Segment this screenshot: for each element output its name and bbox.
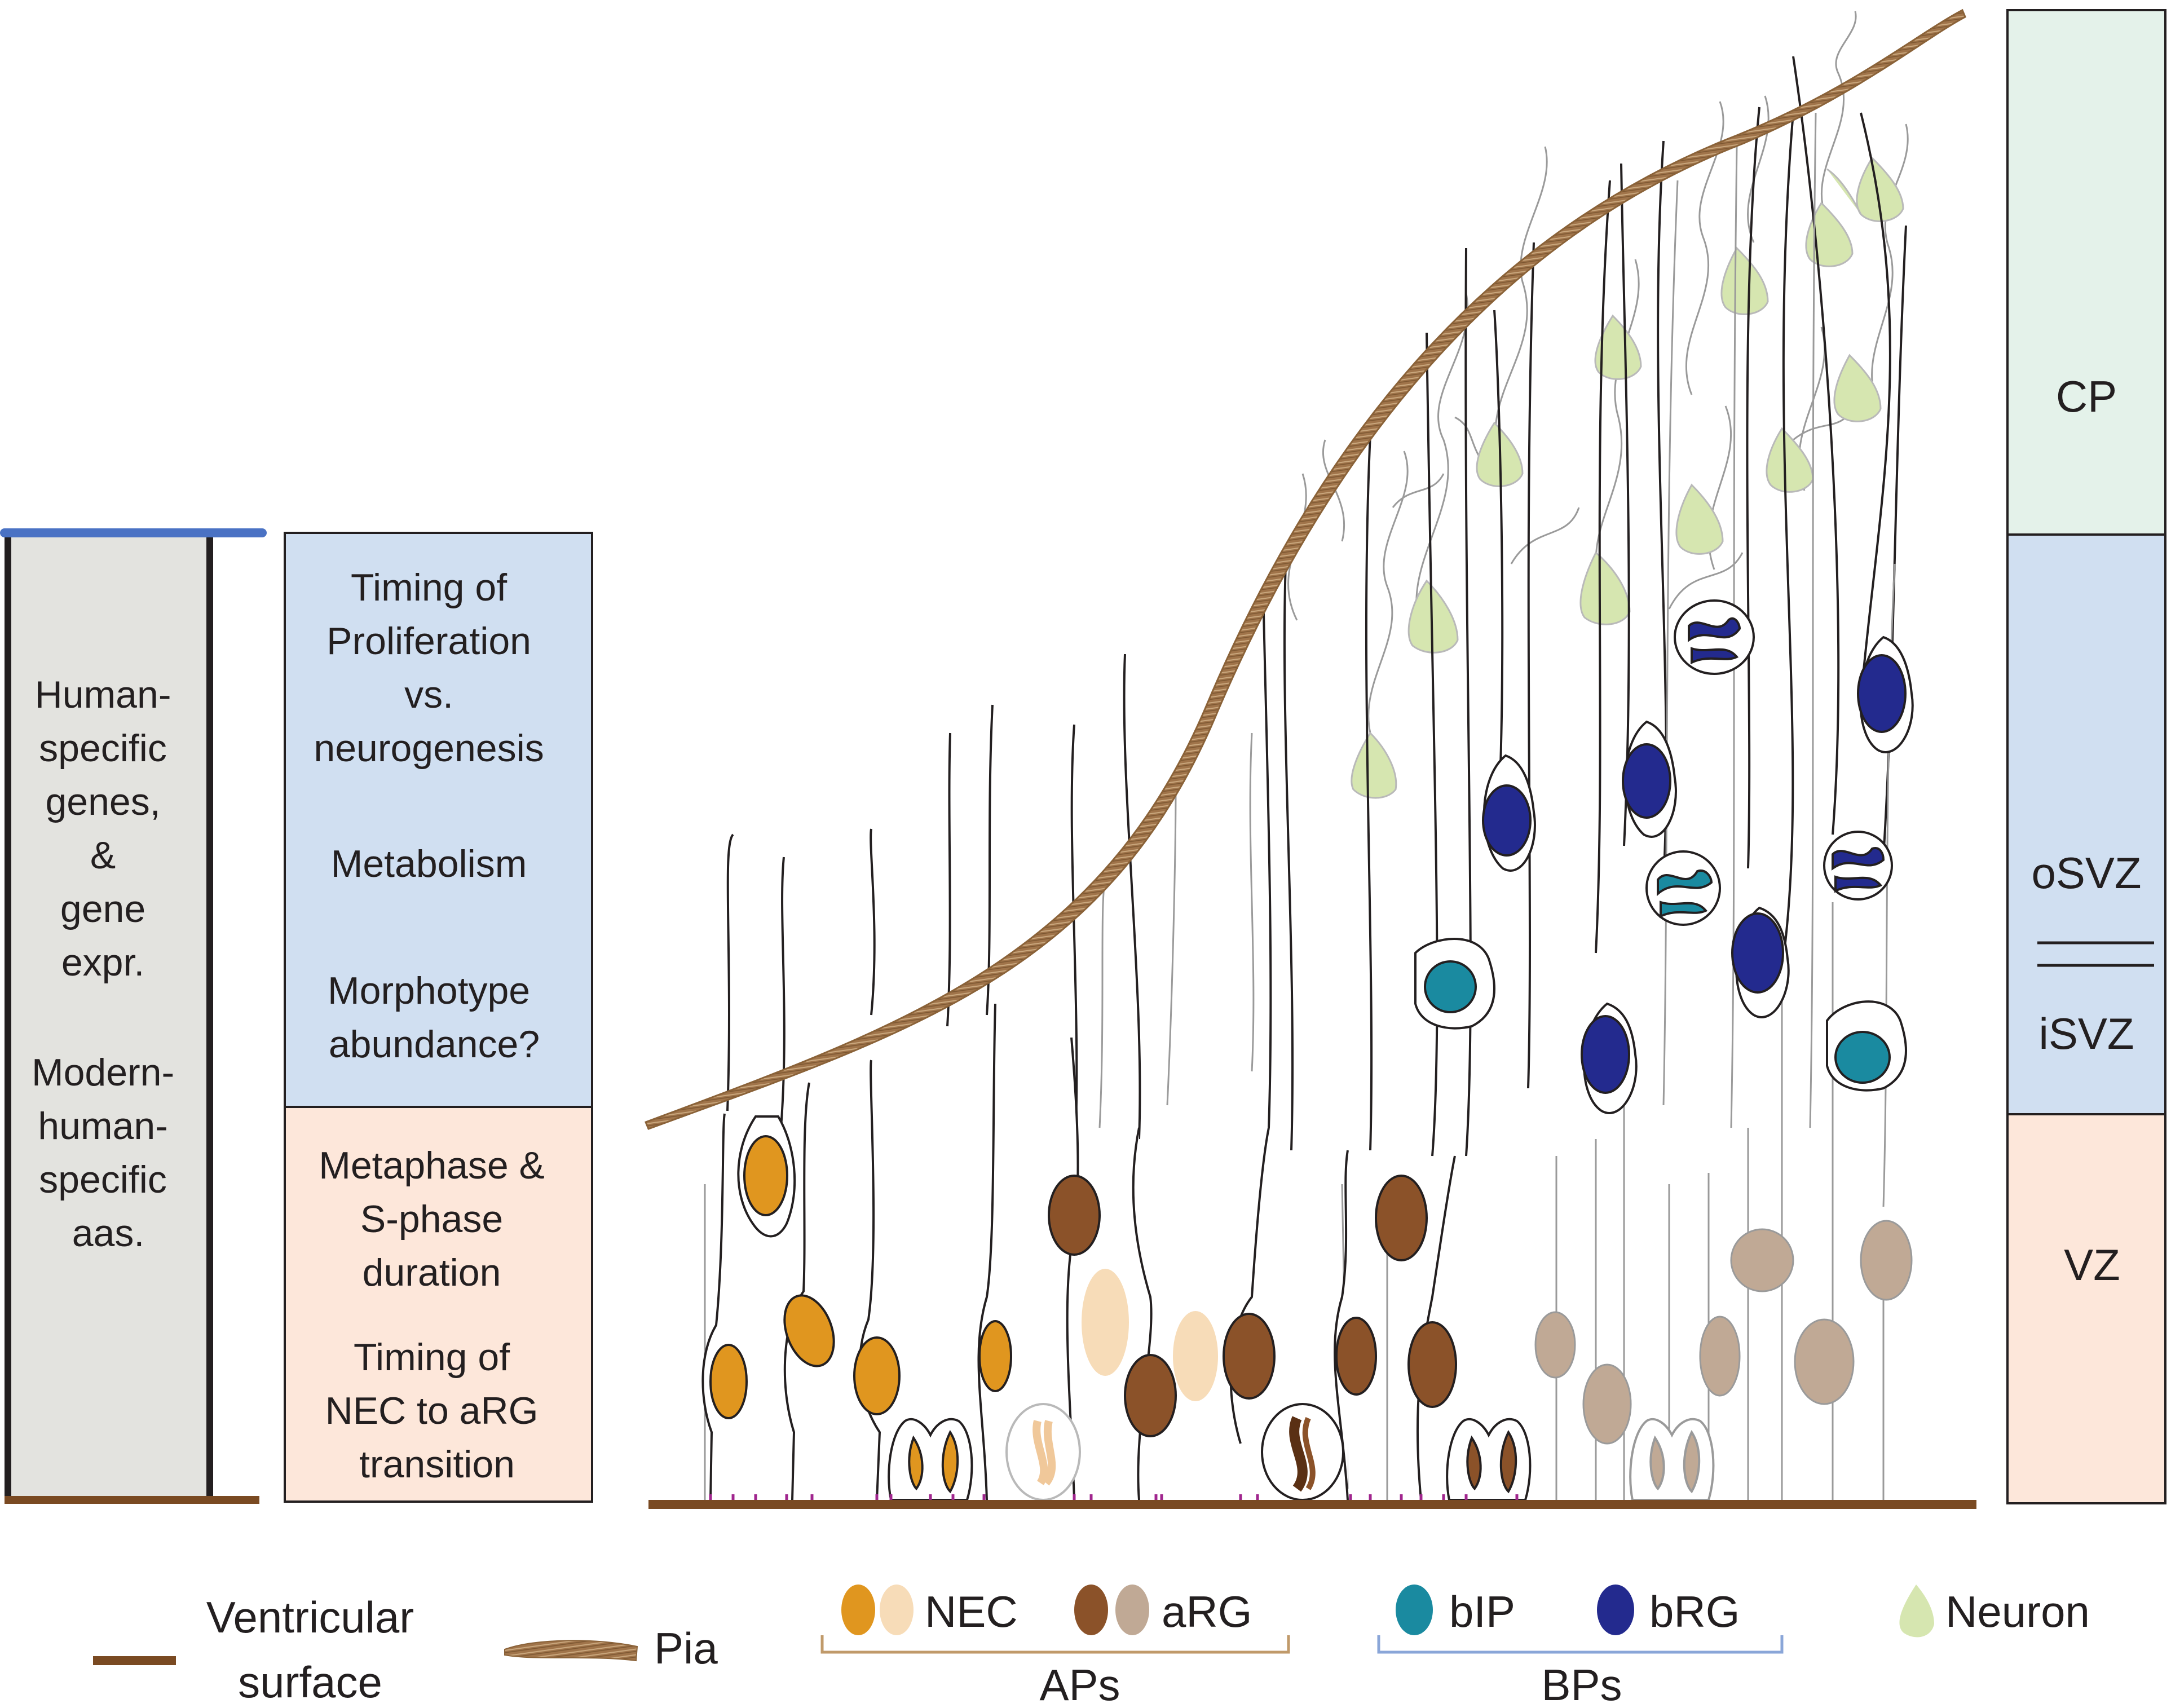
- legend-bip-swatch: [1396, 1585, 1433, 1635]
- brg-cell: [1731, 912, 1784, 994]
- gene-panel-bg: [8, 533, 210, 1500]
- feature-panel: Timing of Proliferation vs. neurogenesis…: [284, 532, 593, 1503]
- arg-light-nuclei: [1534, 1220, 1913, 1445]
- cortex-illustration: [645, 8, 1976, 1509]
- radial-fibers: [726, 56, 1907, 1173]
- nec-light-cell: [1173, 1311, 1218, 1401]
- zone-isvz-label: iSVZ: [2038, 1009, 2134, 1058]
- arg-dividing-cell: [1446, 1418, 1532, 1501]
- vz-mitotic-cells: [888, 1403, 1715, 1501]
- gene-panel-text: Human- specific genes, & gene expr. Mode…: [32, 673, 185, 1255]
- nec-light-nuclei: [1082, 1269, 1218, 1401]
- basal-progenitors: [1414, 599, 1914, 1114]
- legend-neuron-swatch: [1899, 1585, 1934, 1638]
- legend-bps-label: BPs: [1541, 1660, 1622, 1708]
- legend: Ventricular surface Pia NEC aRG APs bIP …: [93, 1585, 2090, 1708]
- legend-arg-label: aRG: [1162, 1587, 1252, 1636]
- bip-cell: [1424, 960, 1477, 1013]
- legend-aps-label: APs: [1039, 1660, 1120, 1708]
- zone-panel: CP oSVZ iSVZ VZ: [2006, 9, 2166, 1504]
- legend-arg-light-swatch: [1115, 1585, 1149, 1635]
- apical-junctions: [709, 1494, 1519, 1500]
- zone-cp-label: CP: [2056, 372, 2117, 421]
- arg-cell: [1223, 1313, 1276, 1400]
- arg-cell: [1407, 1321, 1457, 1408]
- nec-cell: [853, 1336, 901, 1415]
- legend-ventricular-label-2: surface: [238, 1657, 382, 1707]
- brg-cell: [1482, 784, 1532, 857]
- feature-panel-peach: [284, 1106, 593, 1503]
- zone-cp: [2006, 9, 2166, 536]
- bip-cell: [1834, 1031, 1891, 1084]
- arg-light-cell: [1699, 1316, 1741, 1397]
- legend-ventricular-label-1: Ventricular: [206, 1592, 414, 1642]
- arg-nuclei: [1048, 1175, 1457, 1437]
- arg-cell: [1335, 1317, 1377, 1396]
- brg-cell: [1857, 654, 1907, 733]
- legend-bps-bracket: [1377, 1635, 1784, 1654]
- nec-light-cell: [1082, 1269, 1129, 1376]
- radial-fibers-grey: [704, 112, 1896, 1500]
- nec-cell: [743, 1135, 788, 1216]
- zone-svz: [2006, 533, 2166, 1115]
- legend-nec-light-swatch: [880, 1585, 914, 1635]
- legend-bip-label: bIP: [1449, 1587, 1515, 1636]
- zone-vz-label: VZ: [2064, 1240, 2120, 1290]
- arg-light-cell: [1534, 1311, 1576, 1379]
- nec-cell: [709, 1344, 748, 1419]
- arg-cell: [1048, 1175, 1101, 1256]
- nec-cell: [783, 1294, 835, 1367]
- legend-brg-swatch: [1597, 1585, 1634, 1635]
- legend-arg-swatch: [1074, 1585, 1108, 1635]
- feature-panel-blue-text: Timing of Proliferation vs. neurogenesis…: [314, 566, 554, 1066]
- brg-cell: [1622, 743, 1671, 819]
- legend-pia-swatch: [504, 1640, 638, 1662]
- legend-pia-label: Pia: [654, 1623, 718, 1673]
- arg-light-cell: [1582, 1363, 1632, 1445]
- legend-neuron-label: Neuron: [1945, 1587, 2090, 1636]
- zone-vz: [2006, 1113, 2166, 1504]
- nec-dividing-cell: [888, 1418, 973, 1501]
- legend-nec-swatch: [841, 1585, 875, 1635]
- legend-aps-bracket: [820, 1635, 1290, 1654]
- gene-panel: Human- specific genes, & gene expr. Mode…: [0, 528, 267, 1504]
- arg-light-cell: [1794, 1318, 1855, 1405]
- nec-cell: [978, 1320, 1012, 1392]
- arg-light-cell: [1860, 1220, 1913, 1301]
- arg-cell: [1375, 1175, 1428, 1261]
- nec-nuclei: [709, 1135, 1012, 1419]
- feature-panel-blue: [284, 532, 593, 1108]
- legend-nec-label: NEC: [925, 1587, 1018, 1636]
- arg-light-cell: [1730, 1228, 1794, 1292]
- arg-light-dividing-cell: [1629, 1418, 1715, 1501]
- arg-cell: [1124, 1354, 1177, 1437]
- pia-surface: [645, 8, 1966, 1130]
- legend-brg-label: bRG: [1649, 1587, 1740, 1636]
- feature-panel-peach-text: Metaphase & S-phase duration Timing of N…: [319, 1144, 555, 1486]
- zone-osvz-label: oSVZ: [2031, 848, 2141, 898]
- brg-cell: [1581, 1015, 1630, 1094]
